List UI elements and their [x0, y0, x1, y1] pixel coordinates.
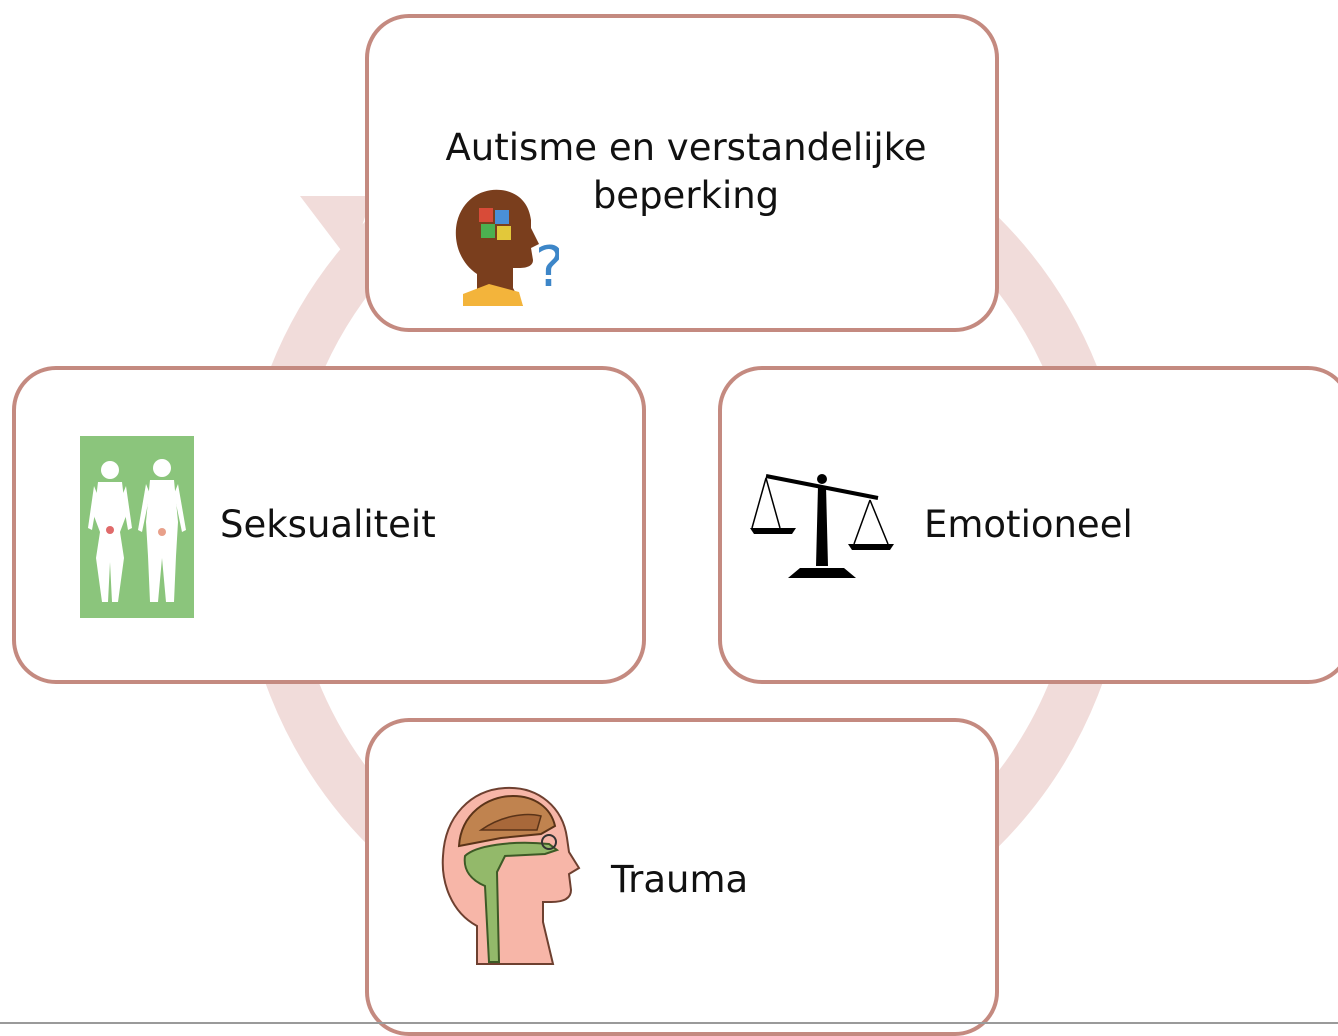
node-sexuality-label: Seksualiteit [220, 503, 436, 546]
node-trauma-label: Trauma [611, 858, 749, 901]
balance-scale-icon [750, 474, 894, 578]
bottom-divider [0, 1022, 1338, 1024]
human-bodies-icon [80, 436, 194, 618]
head-puzzle-question-icon: ? [455, 189, 559, 306]
node-autism: Autisme en verstandelijke beperking ? [365, 14, 999, 332]
svg-text:?: ? [535, 235, 559, 300]
node-emotional: Emotioneel [718, 366, 1338, 684]
cycle-arrow-head [300, 196, 372, 262]
node-trauma: Trauma [365, 718, 999, 1036]
brain-animals-head-icon [441, 786, 581, 965]
node-autism-label: Autisme en verstandelijke beperking [445, 126, 927, 217]
node-sexuality: Seksualiteit [12, 366, 646, 684]
node-emotional-label: Emotioneel [924, 503, 1133, 546]
